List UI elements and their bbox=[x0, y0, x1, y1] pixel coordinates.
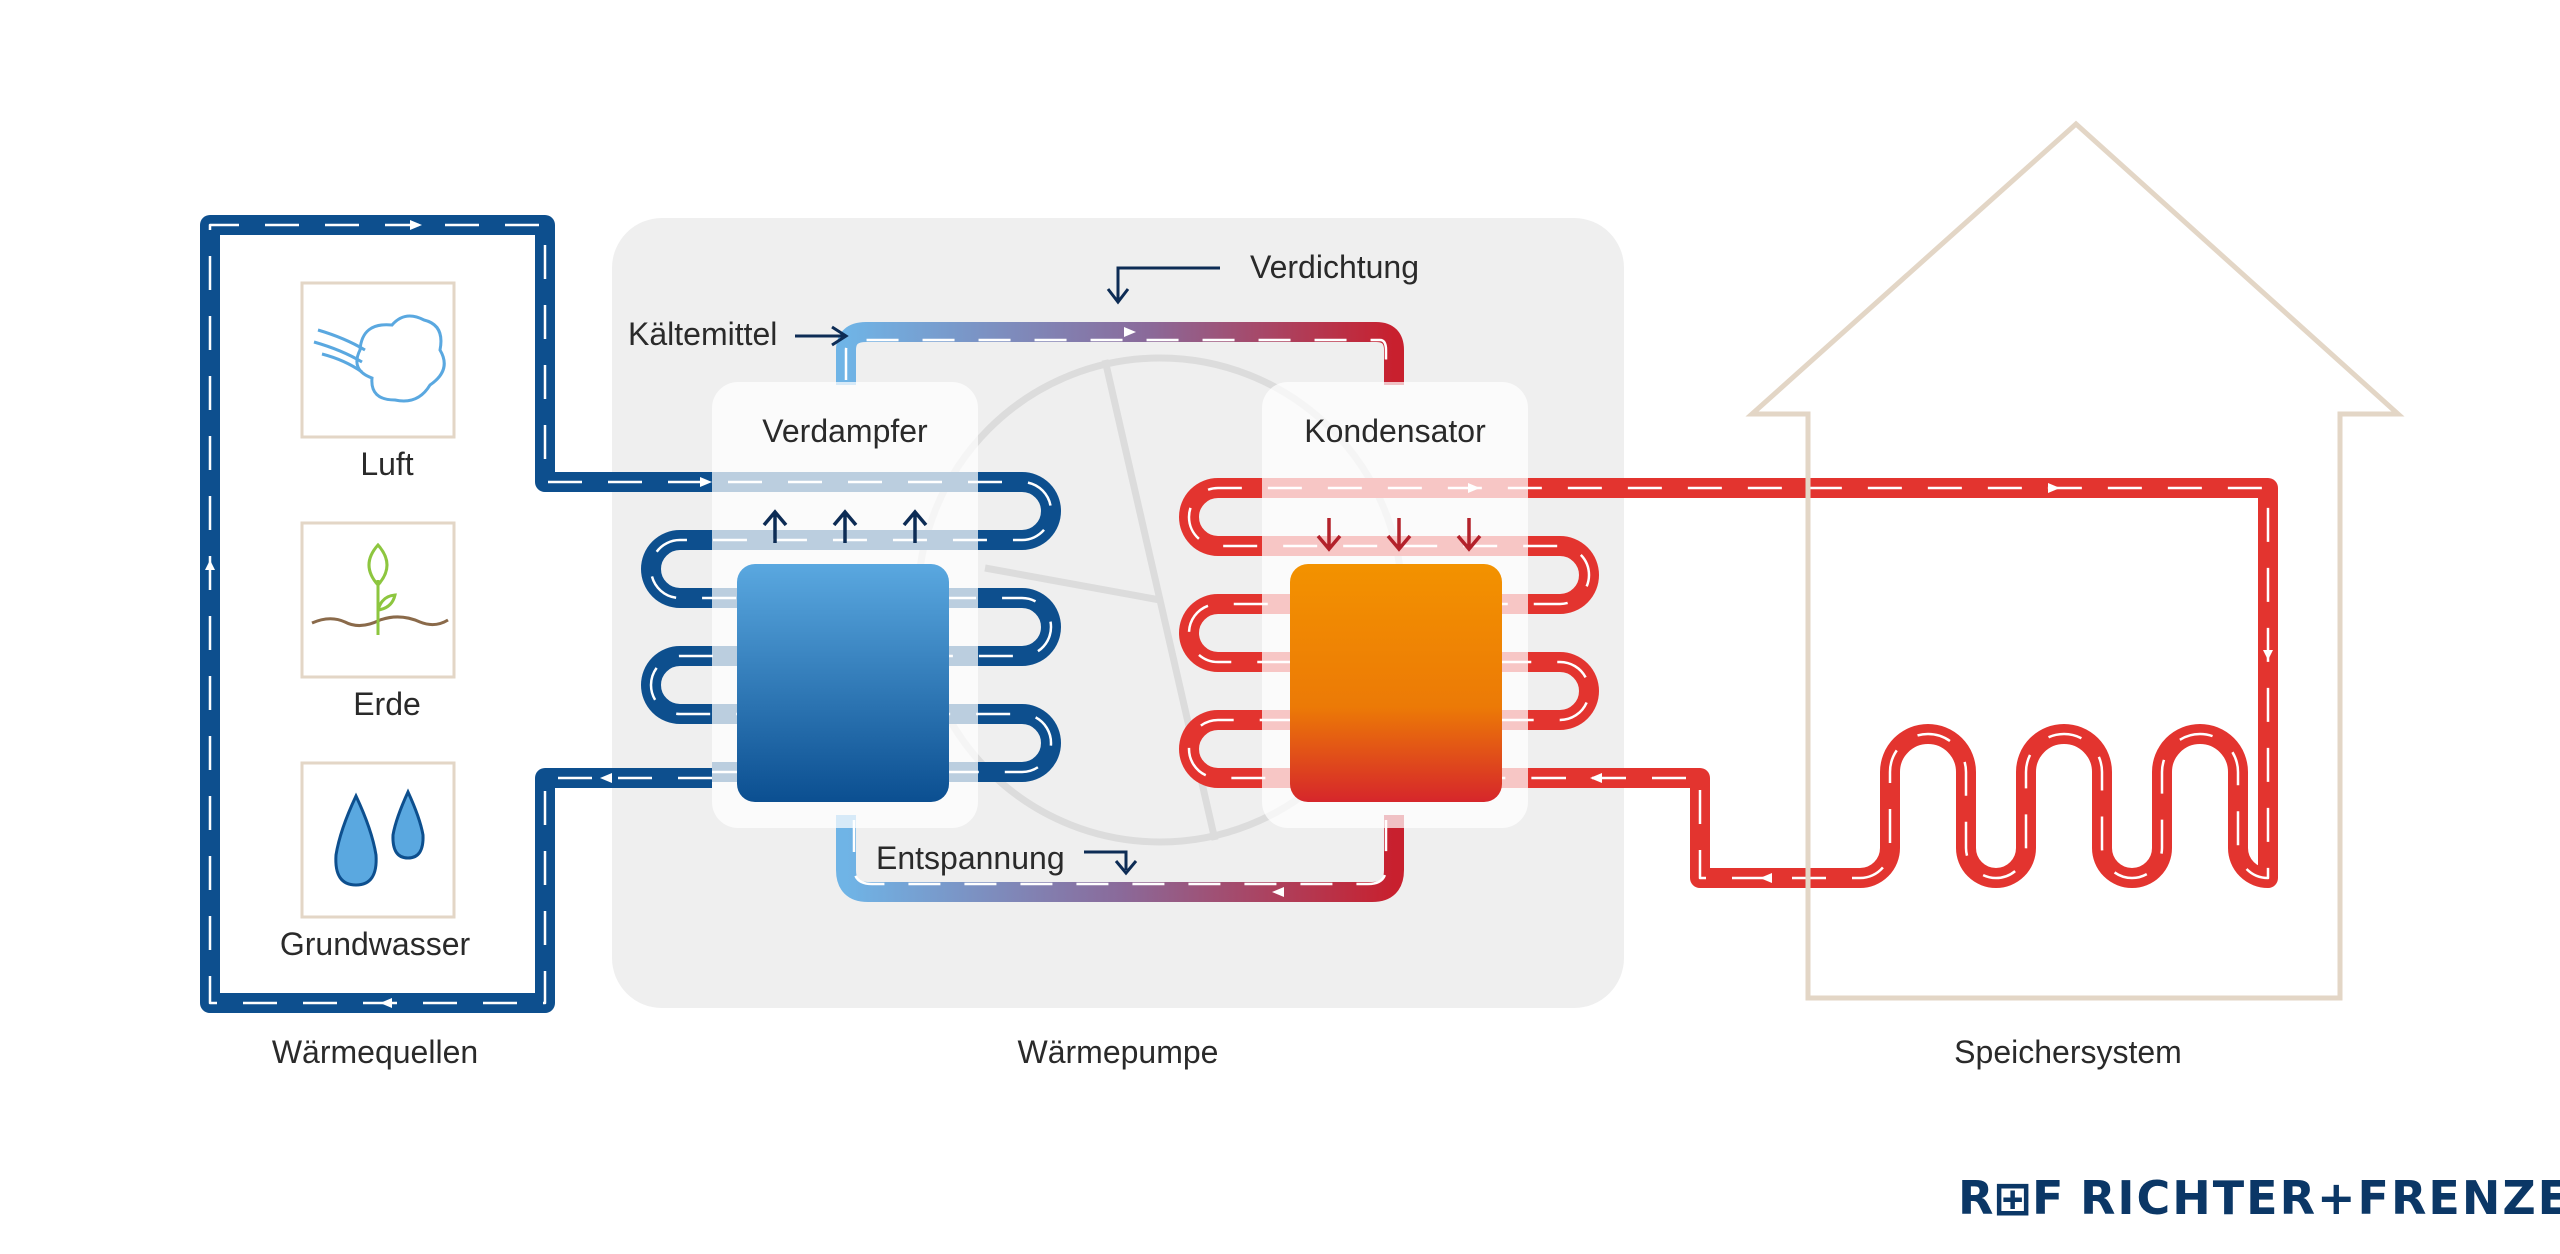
compression-label: Verdichtung bbox=[1250, 249, 1419, 285]
evaporator-block bbox=[737, 564, 949, 802]
expansion-label: Entspannung bbox=[876, 840, 1065, 876]
air-label: Luft bbox=[360, 446, 413, 482]
brand-name: RICHTER+FRENZEL bbox=[2080, 1171, 2560, 1225]
earth-source: Erde bbox=[300, 521, 456, 722]
condenser-label: Kondensator bbox=[1304, 413, 1486, 449]
condenser-card: Kondensator bbox=[1262, 382, 1528, 828]
refrigerant-circuit bbox=[836, 322, 1404, 902]
earth-label: Erde bbox=[353, 686, 421, 722]
brand-mark: R⊞F bbox=[1958, 1171, 2063, 1225]
brand-logo: R⊞F RICHTER+FRENZEL bbox=[1958, 1171, 2560, 1225]
section-pump-label: Wärmepumpe bbox=[1018, 1034, 1219, 1070]
rising-arrows-icon bbox=[762, 509, 928, 543]
condenser-block bbox=[1290, 564, 1502, 802]
house-outline bbox=[1745, 120, 2405, 1001]
section-storage-label: Speichersystem bbox=[1954, 1034, 2182, 1070]
compression-arrow-icon bbox=[1106, 266, 1220, 305]
air-source: Luft bbox=[300, 281, 456, 482]
water-label: Grundwasser bbox=[280, 926, 471, 962]
storage-loop-pipe bbox=[1179, 478, 2278, 888]
water-drops-icon bbox=[334, 788, 425, 887]
evaporator-card: Verdampfer bbox=[712, 382, 978, 828]
section-sources-label: Wärmequellen bbox=[272, 1034, 478, 1070]
falling-arrows-icon bbox=[1316, 518, 1482, 552]
source-loop-pipe bbox=[200, 215, 1061, 1013]
refrigerant-pointer-icon bbox=[795, 325, 849, 347]
refrigerant-label: Kältemittel bbox=[628, 316, 777, 352]
water-source: Grundwasser bbox=[280, 761, 471, 962]
flow-arrows bbox=[205, 220, 2273, 1008]
evaporator-label: Verdampfer bbox=[762, 413, 928, 449]
sprout-soil-icon bbox=[311, 542, 449, 635]
wind-cloud-icon bbox=[313, 314, 446, 403]
expansion-arrow-icon bbox=[1084, 850, 1138, 876]
